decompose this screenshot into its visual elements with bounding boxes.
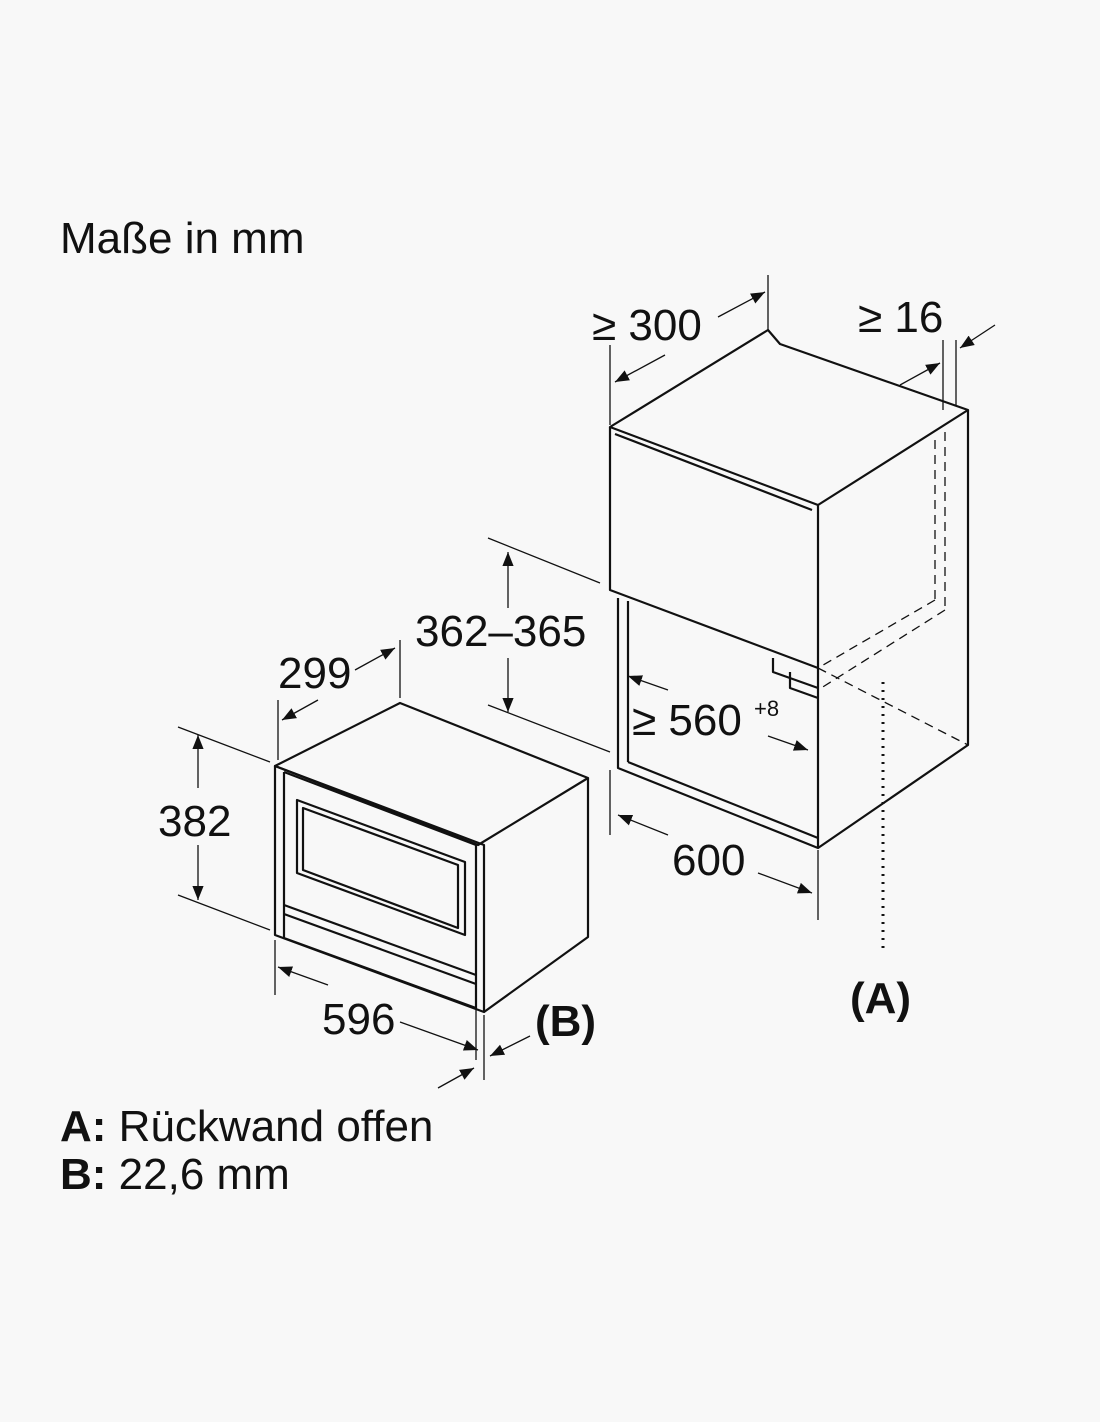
legend-item-b: B: 22,6 mm <box>60 1150 290 1200</box>
legend-text-b: 22,6 mm <box>118 1150 290 1199</box>
legend-text-a: Rückwand offen <box>118 1102 434 1151</box>
niche-width-tolerance: +8 <box>754 696 779 721</box>
legend-key-a: A: <box>60 1102 107 1151</box>
cabinet-drawing <box>487 275 996 950</box>
appliance-height-label: 382 <box>158 797 231 846</box>
niche-height-label: 362–365 <box>415 607 586 656</box>
marker-b: (B) <box>535 997 596 1046</box>
legend-item-a: A: Rückwand offen <box>60 1102 433 1152</box>
niche-width-label: ≥ 560 <box>632 696 742 745</box>
appliance-width-label: 596 <box>322 995 395 1044</box>
cabinet-width-label: 600 <box>672 836 745 885</box>
diagram-title: Maße in mm <box>60 214 305 263</box>
cabinet-depth-label: ≥ 300 <box>592 301 702 350</box>
appliance-depth-label: 299 <box>278 649 351 698</box>
appliance-drawing <box>177 640 590 1089</box>
marker-a: (A) <box>850 974 911 1023</box>
legend-key-b: B: <box>60 1150 107 1199</box>
top-gap-label: ≥ 16 <box>858 293 943 342</box>
